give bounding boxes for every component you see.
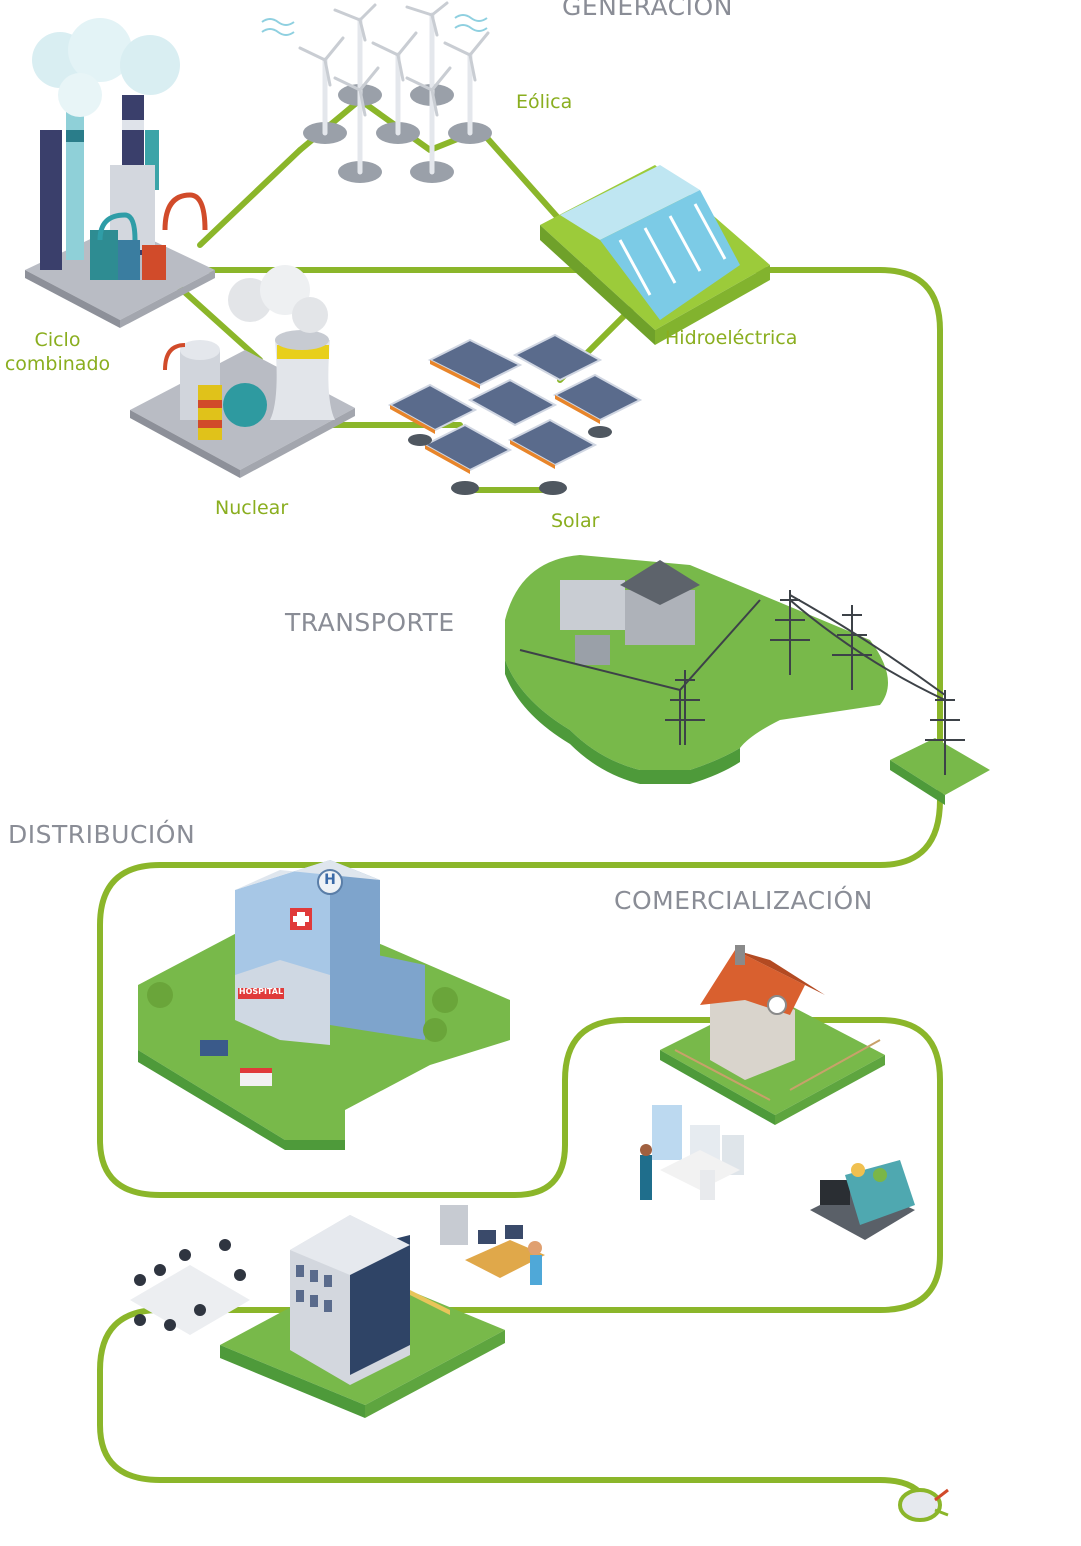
meeting-scene-icon [130,1239,250,1335]
label-ciclo-line2: combinado [4,353,111,375]
section-title-distribucion: DISTRIBUCIÓN [8,820,196,849]
solar-panels-icon [387,333,643,495]
hospital-sign: HOSPITAL [238,987,284,996]
living-room-scene-icon [810,1160,915,1240]
hospital-h-sign: H [324,872,336,888]
transport-substation-icon [505,555,990,805]
wind-turbines-icon [261,1,492,183]
office-workers-scene-icon [440,1205,545,1285]
section-title-generacion: GENERACIÓN [562,0,733,21]
label-hidroelectrica: Hidroeléctrica [665,327,798,349]
hospital-icon [138,860,510,1150]
office-building-icon [220,1215,505,1418]
label-ciclo-line1: Ciclo [34,329,81,351]
section-title-transporte: TRANSPORTE [285,608,455,637]
section-title-comercializacion: COMERCIALIZACIÓN [614,886,873,915]
hydroelectric-dam-icon [540,165,770,345]
label-nuclear: Nuclear [215,497,289,519]
kitchen-scene-icon [640,1105,744,1200]
plug-icon [898,1488,949,1522]
label-solar: Solar [551,510,600,532]
combined-cycle-plant-icon [25,18,215,328]
house-icon [660,945,885,1125]
label-ciclo-combinado: Ciclo combinado [0,328,115,376]
label-eolica: Eólica [516,91,573,113]
nuclear-plant-icon [130,265,355,478]
